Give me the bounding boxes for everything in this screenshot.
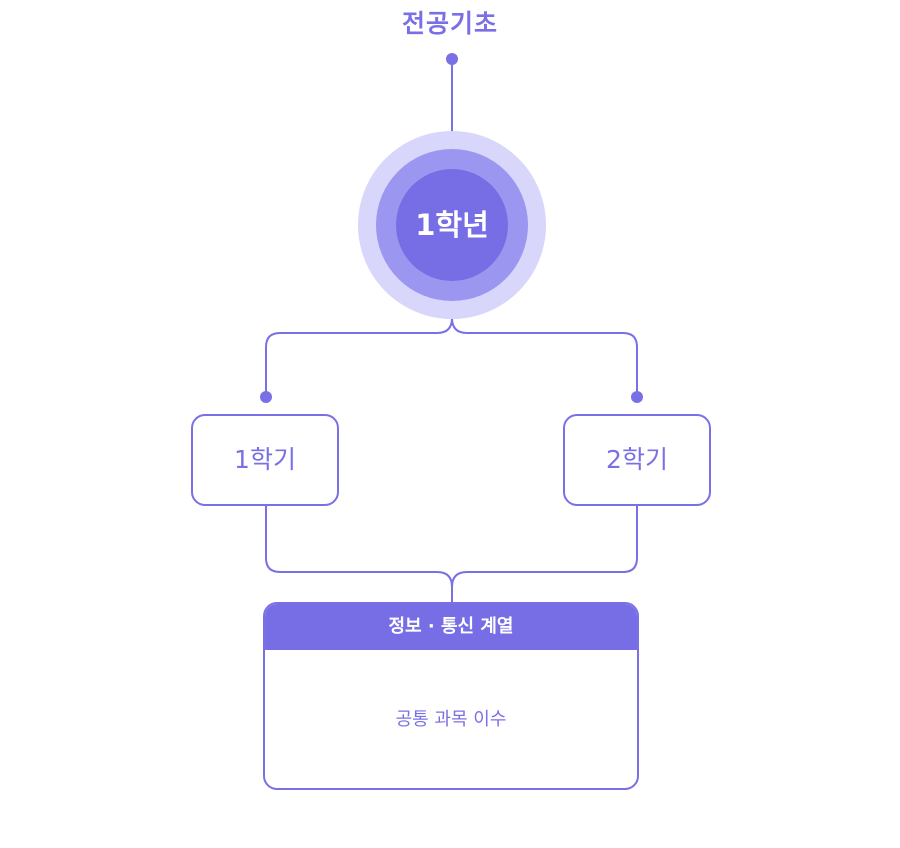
connector-dot-semester-2	[631, 391, 643, 403]
year-ring-inner	[396, 169, 508, 281]
diagram-title: 전공기초	[401, 9, 498, 38]
connector-semester-1-to-track	[265, 506, 453, 604]
track-body: 공통 과목 이수	[395, 709, 507, 730]
connector-dot-semester-1	[260, 391, 272, 403]
semester-2-box: 2학기	[563, 414, 711, 506]
connector-year-to-semester-1	[265, 317, 453, 397]
track-header: 정보 · 통신 계열	[265, 604, 637, 650]
year-label: 1학년	[415, 208, 489, 242]
connector-semester-2-to-track	[451, 506, 638, 588]
track-card: 정보 · 통신 계열 공통 과목 이수	[263, 602, 639, 790]
connector-year-to-semester-2	[451, 317, 638, 397]
semester-1-box: 1학기	[191, 414, 339, 506]
connector-dot-top	[446, 53, 458, 65]
